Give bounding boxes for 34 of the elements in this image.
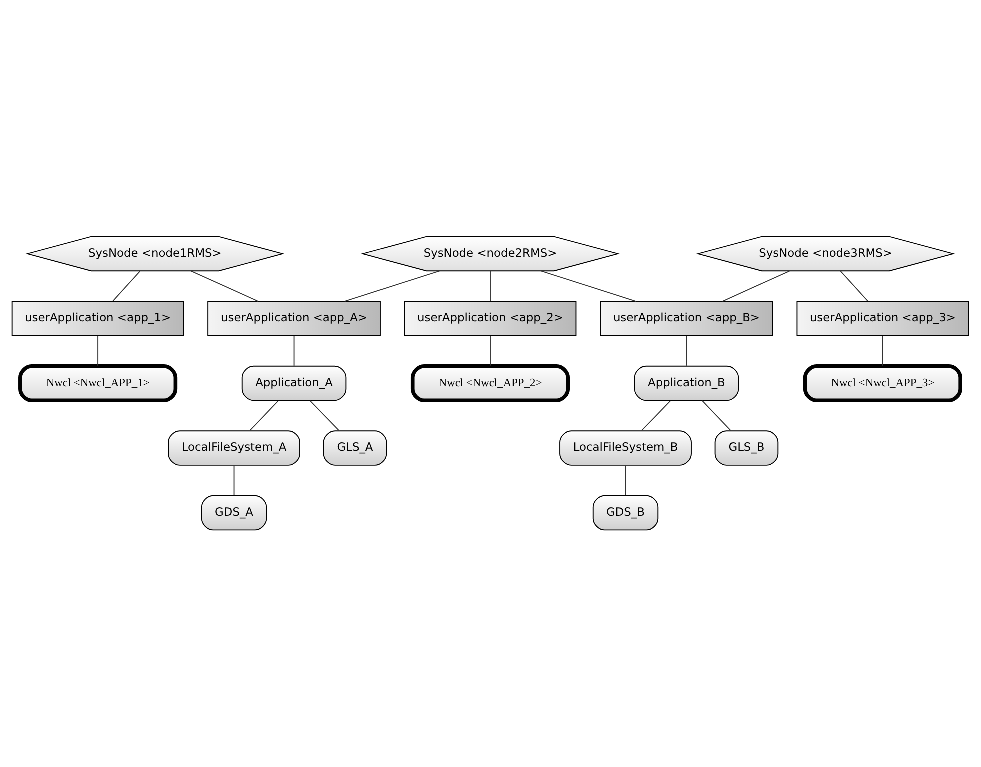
connector (112, 270, 141, 302)
connector (190, 270, 259, 302)
connector (840, 270, 868, 302)
connector (344, 270, 440, 302)
connector (702, 400, 732, 432)
connector (641, 400, 672, 432)
connector (490, 336, 491, 366)
node-box: userApplication <app_A> (208, 301, 381, 336)
connector (294, 336, 295, 366)
node-box: Nwcl <Nwcl_APP_2> (410, 364, 570, 403)
connector (882, 336, 884, 366)
connector (250, 400, 279, 432)
node-box: GLS_A (323, 430, 388, 466)
connector (234, 465, 235, 496)
node-box: LocalFileSystem_A (168, 430, 300, 466)
connector (98, 336, 99, 366)
node-box: userApplication <app_1> (12, 301, 184, 336)
node-box: Nwcl <Nwcl_APP_3> (803, 364, 962, 403)
node-box: LocalFileSystem_B (560, 430, 692, 466)
connector (686, 336, 688, 366)
node-box: Nwcl <Nwcl_APP_1> (18, 364, 178, 403)
connector (310, 400, 340, 432)
node-box: GDS_A (201, 495, 268, 531)
node-box: GDS_B (592, 495, 659, 531)
connector (540, 270, 637, 302)
node-box: userApplication <app_3> (796, 301, 970, 336)
node-box: Application_A (242, 366, 347, 402)
node-box: GLS_B (714, 430, 779, 466)
node-box: userApplication <app_2> (404, 301, 577, 336)
node-box: userApplication <app_B> (600, 301, 774, 336)
connector (625, 465, 626, 496)
connector (722, 270, 790, 302)
connector (490, 270, 491, 302)
node-box: Application_B (634, 366, 740, 402)
